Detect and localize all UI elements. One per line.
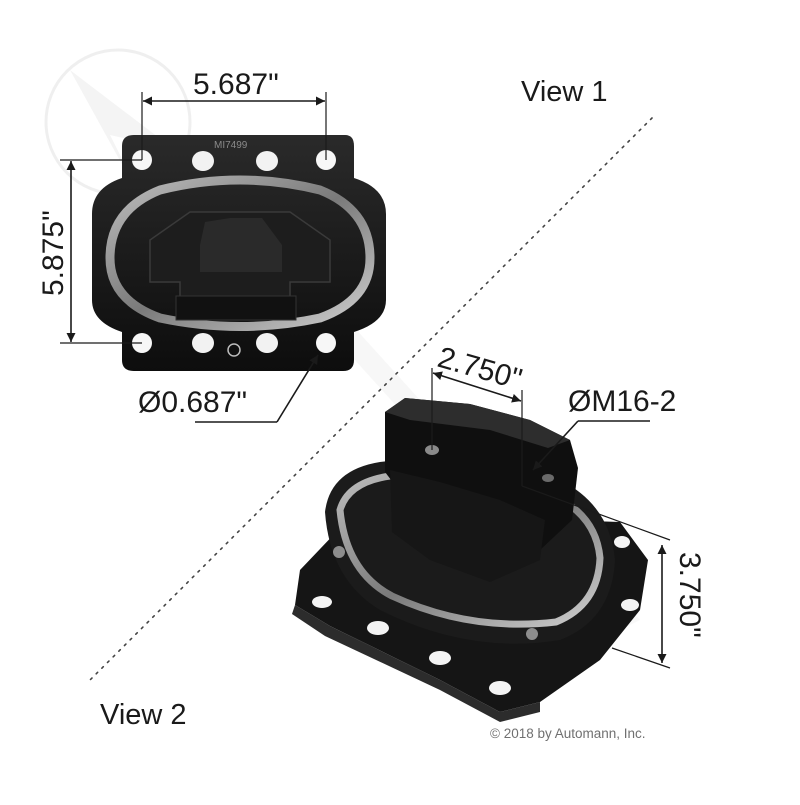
view1-top-view: MI7499 5.687" 5.875" Ø0.687" <box>37 68 386 423</box>
view1-label: View 1 <box>521 76 608 108</box>
bolt-hole <box>621 599 639 611</box>
bolt-hole <box>256 151 278 171</box>
iso-base-plate-edge <box>292 605 540 722</box>
bolt-hole <box>316 333 336 353</box>
rubber-ring <box>105 175 375 331</box>
stud-hole <box>542 474 554 482</box>
extension-line <box>521 485 671 541</box>
iso-center-block <box>390 470 545 582</box>
thread-spec-dimension: ØM16-2 <box>568 385 676 418</box>
stud-plate <box>175 295 297 321</box>
hole-diameter-dimension: Ø0.687" <box>138 386 247 419</box>
logo-stamp <box>227 343 241 357</box>
bolt-hole <box>367 621 389 635</box>
copyright-notice: © 2018 by Automann, Inc. <box>490 726 646 741</box>
stud-bolt <box>526 628 538 640</box>
view-divider-line <box>87 117 653 683</box>
bolt-hole <box>192 151 214 171</box>
extension-line <box>611 647 671 669</box>
bolt-hole <box>312 596 332 608</box>
bolt-hole <box>192 333 214 353</box>
center-block-ridge <box>200 218 282 272</box>
leader-line <box>276 354 319 423</box>
stud-bolt <box>333 546 345 558</box>
bolt-hole <box>614 536 630 548</box>
view2-isometric-view: 2.750" ØM16-2 3.750" <box>292 341 706 722</box>
dimension-line <box>432 371 522 403</box>
view2-label: View 2 <box>100 699 187 731</box>
height-left-dimension: 5.875" <box>37 210 70 296</box>
bolt-hole <box>489 681 511 695</box>
leader-line <box>532 420 579 471</box>
iso-bracket-top <box>385 398 570 448</box>
part-code: MI7499 <box>214 140 248 151</box>
width-top-dimension: 5.687" <box>193 68 279 101</box>
bolt-hole <box>429 651 451 665</box>
overall-height-dimension: 3.750" <box>673 552 706 638</box>
bolt-hole <box>256 333 278 353</box>
